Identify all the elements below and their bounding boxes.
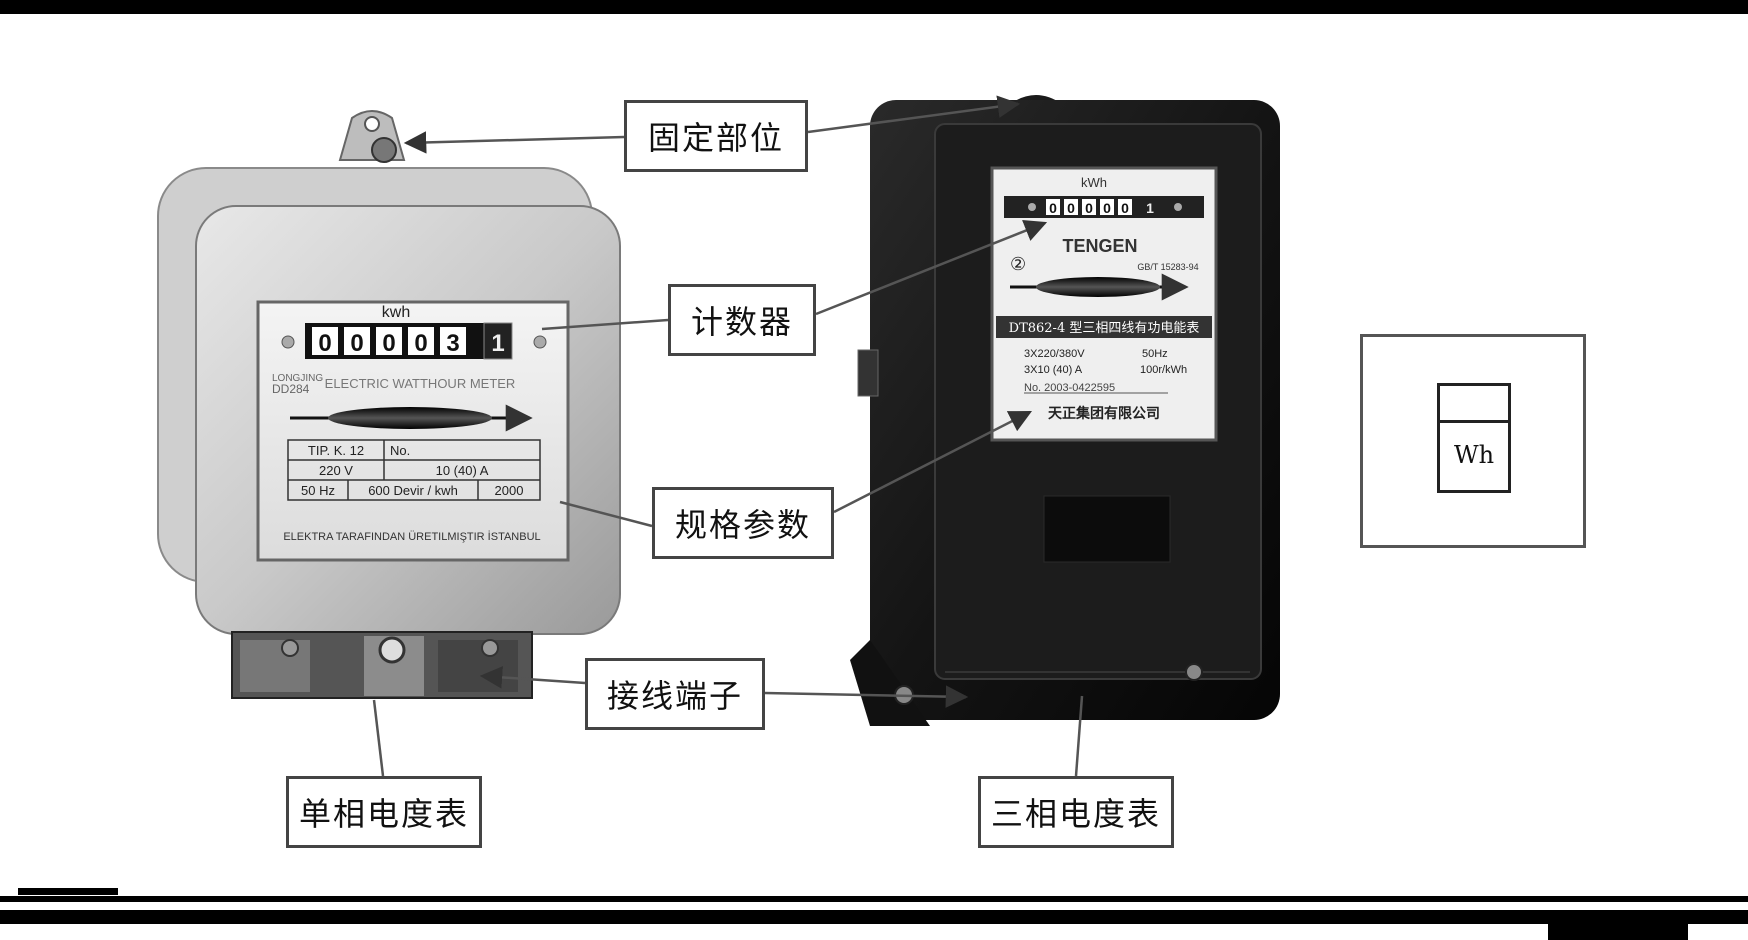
label-three-phase: 三相电度表 bbox=[978, 776, 1174, 848]
side-latch bbox=[858, 350, 878, 396]
leader-single-phase bbox=[374, 700, 383, 776]
terminal-slot-3 bbox=[438, 640, 518, 692]
seal-screw-right bbox=[1186, 664, 1202, 680]
spec-r2c2: 10 (40) A bbox=[436, 463, 489, 478]
single-phase-meter bbox=[158, 111, 620, 698]
single-red-digit: 1 bbox=[491, 330, 504, 357]
label-spec-params: 规格参数 bbox=[652, 487, 834, 559]
window-screw-left bbox=[282, 336, 294, 348]
hanger-screw bbox=[372, 138, 396, 162]
single-brand-line2: DD284 bbox=[272, 382, 310, 396]
single-unit: kwh bbox=[382, 304, 410, 321]
three-spec-const: 100r/kWh bbox=[1140, 364, 1187, 376]
hanger-hole bbox=[365, 117, 379, 131]
rotating-disk bbox=[328, 407, 492, 429]
three-spec-freq: 50Hz bbox=[1142, 348, 1168, 360]
single-digit-3: 0 bbox=[382, 330, 395, 357]
three-red-digit: 1 bbox=[1146, 200, 1154, 216]
terminal-screw-3 bbox=[482, 640, 498, 656]
spec-r3c2: 600 Devir / kwh bbox=[368, 483, 458, 498]
single-digit-4: 0 bbox=[414, 330, 427, 357]
window-screw-right bbox=[534, 336, 546, 348]
three-digit-2: 0 bbox=[1067, 200, 1075, 216]
three-circle-mark: ② bbox=[1010, 254, 1026, 275]
brand-plate bbox=[1044, 496, 1170, 562]
three-digit-1: 0 bbox=[1049, 200, 1057, 216]
three-spec-voltage: 3X220/380V bbox=[1024, 348, 1085, 360]
three-standard: GB/T 15283-94 bbox=[1137, 262, 1198, 272]
label-counter: 计数器 bbox=[668, 284, 816, 356]
single-digit-5: 3 bbox=[446, 330, 459, 357]
single-digit-1: 0 bbox=[318, 330, 331, 357]
three-digit-3: 0 bbox=[1085, 200, 1093, 216]
spec-r1c2: No. bbox=[390, 443, 410, 458]
spec-r2c1: 220 V bbox=[319, 463, 353, 478]
three-digit-5: 0 bbox=[1121, 200, 1129, 216]
label-fixing-part: 固定部位 bbox=[624, 100, 808, 172]
symbol-frame: Wh bbox=[1360, 334, 1586, 548]
label-terminal: 接线端子 bbox=[585, 658, 765, 730]
watthour-meter-symbol: Wh bbox=[1437, 383, 1511, 493]
spec-r1c1: TIP. K. 12 bbox=[308, 443, 364, 458]
three-serial: No. 2003-0422595 bbox=[1024, 382, 1115, 394]
symbol-top-cell bbox=[1440, 386, 1508, 423]
terminal-screw bbox=[380, 638, 404, 662]
label-single-phase: 单相电度表 bbox=[286, 776, 482, 848]
three-digit-4: 0 bbox=[1103, 200, 1111, 216]
terminal-slot-1 bbox=[240, 640, 310, 692]
counter-screw-right bbox=[1174, 203, 1182, 211]
terminal-screw-2 bbox=[282, 640, 298, 656]
three-brand: TENGEN bbox=[1062, 236, 1137, 256]
spec-r3c1: 50 Hz bbox=[301, 483, 335, 498]
single-meter-title: ELECTRIC WATTHOUR METER bbox=[325, 376, 516, 391]
three-model: DT862-4 型三相四线有功电能表 bbox=[1009, 321, 1200, 336]
three-unit: kWh bbox=[1081, 175, 1107, 190]
symbol-text: Wh bbox=[1440, 420, 1508, 490]
counter-screw-left bbox=[1028, 203, 1036, 211]
three-spec-current: 3X10 (40) A bbox=[1024, 364, 1083, 376]
single-digit-2: 0 bbox=[350, 330, 363, 357]
three-company: 天正集团有限公司 bbox=[1048, 405, 1160, 422]
spec-r3c3: 2000 bbox=[495, 483, 524, 498]
rotating-disk bbox=[1036, 277, 1160, 297]
single-maker: ELEKTRA TARAFINDAN ÜRETILMIŞTIR İSTANBUL bbox=[283, 530, 540, 543]
leader-fixing-left bbox=[406, 137, 624, 143]
